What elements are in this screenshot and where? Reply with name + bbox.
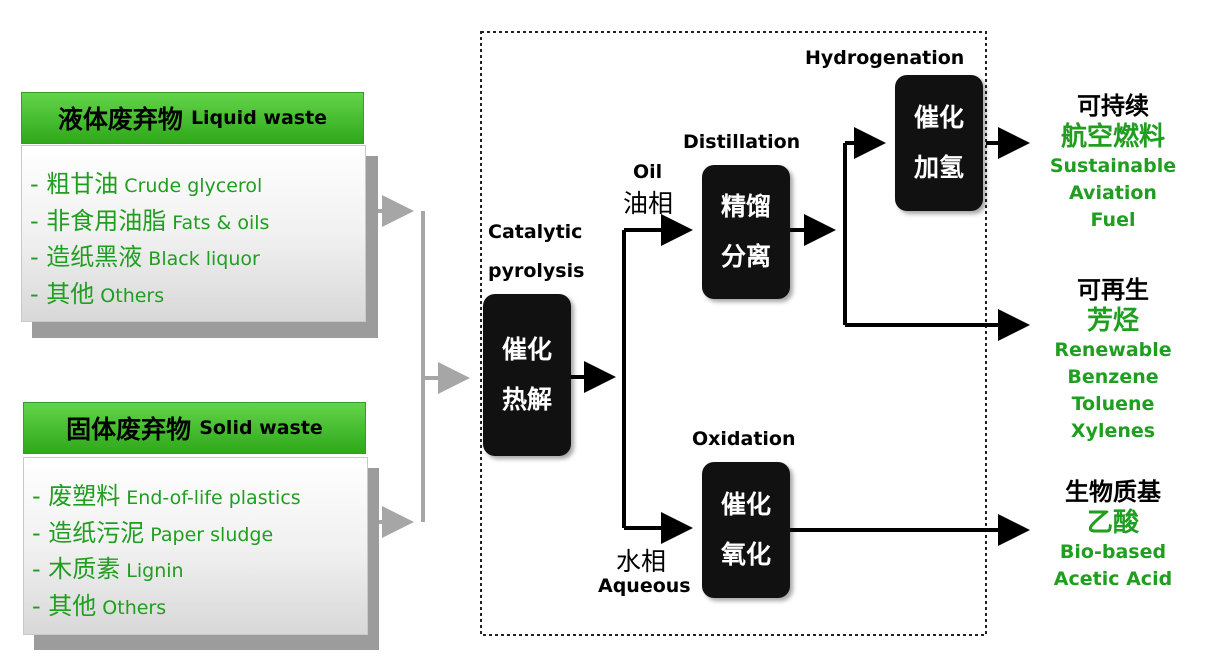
catalytic-pyrolysis-box: 催化 热解 (483, 294, 571, 456)
distillation-label: Distillation (683, 131, 801, 153)
process-arrows (571, 127, 1030, 546)
product-acetic-acid: 生物质基 乙酸 Bio-based Acetic Acid (1053, 478, 1173, 590)
product-saf: 可持续 航空燃料 Sustainable Aviation Fuel (1049, 92, 1177, 231)
oil-label-en: Oil (633, 161, 663, 183)
oil-label-zh: 油相 (623, 189, 674, 218)
aqueous-label-zh: 水相 (616, 547, 667, 576)
distillation-box: 精馏 分离 (702, 165, 790, 299)
pyrolysis-label-line1: Catalytic (488, 221, 583, 243)
process-boundary (480, 31, 987, 636)
pyrolysis-label-line2: pyrolysis (488, 260, 585, 282)
aqueous-label-en: Aqueous (598, 575, 691, 597)
hydrogenation-box: 催化 加氢 (895, 75, 983, 211)
oxidation-label: Oxidation (692, 428, 796, 450)
feed-arrows (372, 195, 470, 538)
oxidation-box: 催化 氧化 (702, 462, 790, 598)
product-aromatics: 可再生 芳烃 Renewable Benzene Toluene Xylenes (1054, 276, 1172, 442)
hydrogenation-label: Hydrogenation (805, 47, 965, 69)
